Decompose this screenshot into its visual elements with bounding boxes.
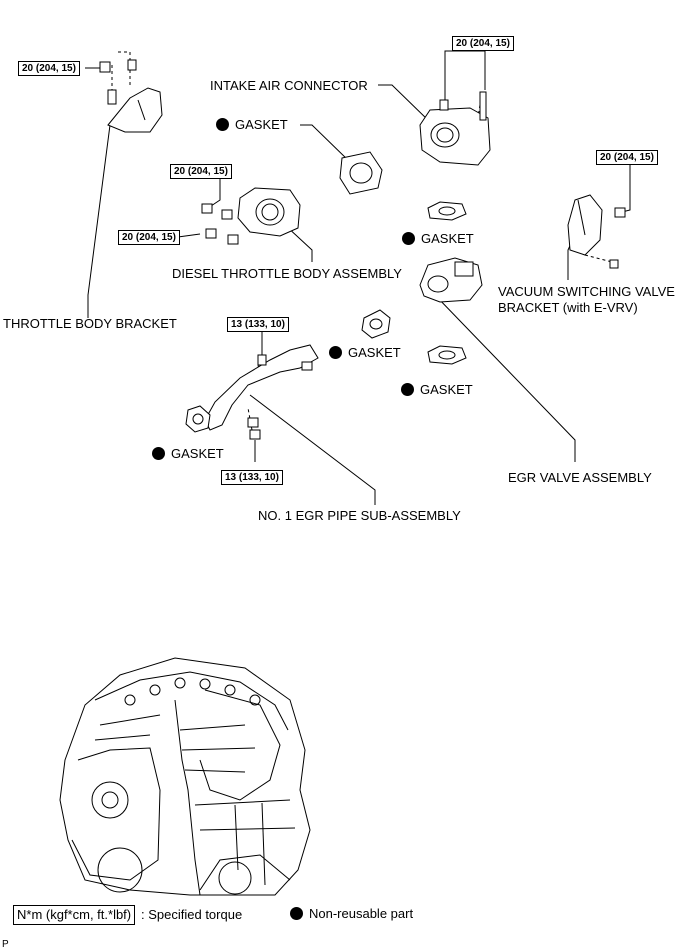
gasket-4-shape [427, 345, 467, 365]
non-reusable-dot-icon [216, 118, 229, 131]
label-diesel-throttle-body: DIESEL THROTTLE BODY ASSEMBLY [172, 266, 402, 281]
label-vsv-bracket-line1: VACUUM SWITCHING VALVE [498, 284, 675, 299]
vsv-bracket-shape [567, 194, 603, 256]
label-egr-pipe: NO. 1 EGR PIPE SUB-ASSEMBLY [258, 508, 461, 523]
label-vsv-bracket-line2: BRACKET (with E-VRV) [498, 300, 638, 315]
throttle-lower-leader [177, 233, 201, 238]
torque-vsv-bracket: 20 (204, 15) [596, 150, 658, 165]
non-reusable-dot-icon [290, 907, 303, 920]
non-reusable-dot-icon [329, 346, 342, 359]
torque-egr-pipe-upper: 13 (133, 10) [227, 317, 289, 332]
gasket-5-shape [185, 405, 211, 433]
non-reusable-dot-icon [401, 383, 414, 396]
label-gasket-4: GASKET [401, 382, 473, 397]
intake-connector-leader [378, 84, 431, 123]
torque-intake-connector: 20 (204, 15) [452, 36, 514, 51]
non-reusable-dot-icon [152, 447, 165, 460]
intake-torque-leader [444, 50, 486, 100]
throttle-leader [284, 224, 313, 262]
label-egr-valve: EGR VALVE ASSEMBLY [508, 470, 652, 485]
torque-throttle-upper: 20 (204, 15) [170, 164, 232, 179]
egr-pipe-leader [249, 394, 376, 505]
engine-block-illustration [59, 657, 311, 896]
label-gasket-2: GASKET [402, 231, 474, 246]
throttle-bracket-shape [107, 87, 163, 133]
label-gasket-5: GASKET [152, 446, 224, 461]
bracket-leader-line [87, 124, 111, 318]
legend-torque-unit: N*m (kgf*cm, ft.*lbf) [13, 905, 136, 925]
egr-valve-leader [434, 294, 576, 462]
label-gasket-1: GASKET [216, 117, 288, 132]
corner-mark: P [2, 939, 9, 950]
throttle-body-shape [237, 187, 301, 237]
label-throttle-body-bracket: THROTTLE BODY BRACKET [3, 316, 177, 331]
throttle-upper-leader [207, 177, 221, 209]
gasket-1-leader [300, 124, 351, 163]
legend-non-reusable: Non-reusable part [290, 906, 413, 921]
gasket-1-shape [339, 151, 383, 195]
torque-bracket-bolt: 20 (204, 15) [18, 61, 80, 76]
label-intake-air-connector: INTAKE AIR CONNECTOR [210, 78, 368, 93]
legend-torque-desc: : Specified torque [141, 907, 243, 922]
non-reusable-dot-icon [402, 232, 415, 245]
torque-throttle-lower: 20 (204, 15) [118, 230, 180, 245]
label-gasket-3: GASKET [329, 345, 401, 360]
egr-pipe-shape [204, 344, 319, 431]
gasket-3-shape [361, 309, 391, 339]
torque-egr-pipe-lower: 13 (133, 10) [221, 470, 283, 485]
vsv-torque-leader [621, 165, 631, 213]
gasket-2-shape [427, 201, 467, 221]
